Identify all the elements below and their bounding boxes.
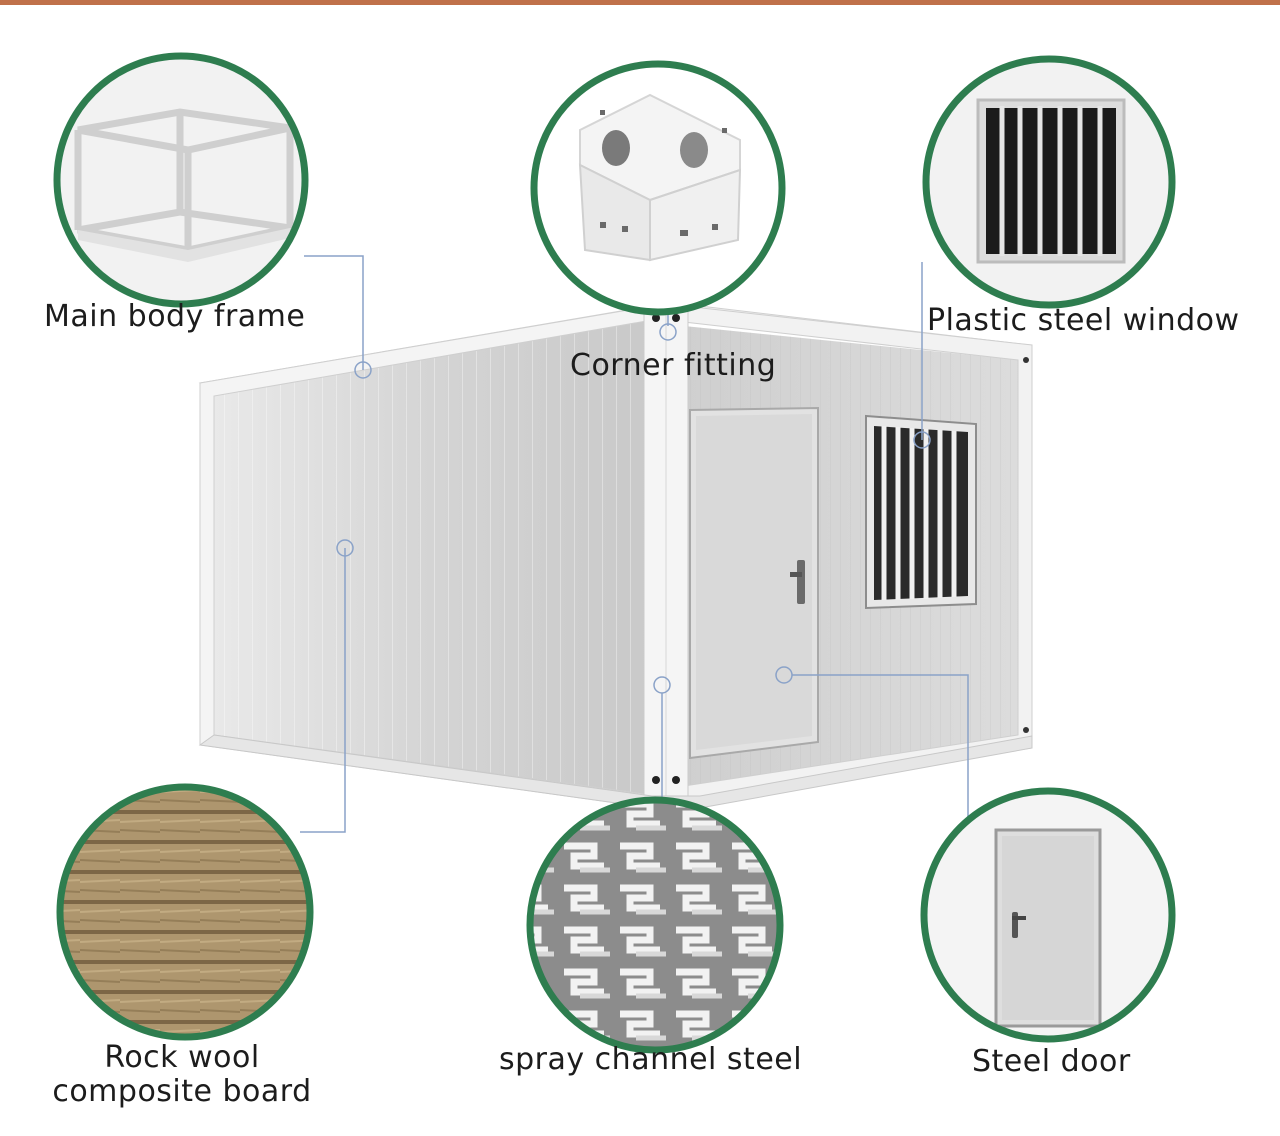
container-illustration <box>198 305 1033 809</box>
top-accent-bar <box>0 0 1280 5</box>
container-window <box>865 414 977 610</box>
label-steel-door: Steel door <box>972 1044 1131 1079</box>
label-plastic-steel-window: Plastic steel window <box>927 303 1240 338</box>
label-corner-fitting: Corner fitting <box>570 348 777 383</box>
channel-steel-roundel <box>526 796 784 1054</box>
steel-door-roundel <box>920 787 1176 1043</box>
callout-lines <box>300 255 969 833</box>
corner-fitting-roundel <box>530 60 786 316</box>
label-rock-wool-line2: composite board <box>52 1074 312 1109</box>
rock-wool-roundel <box>56 783 314 1041</box>
label-spray-channel-steel: spray channel steel <box>499 1042 803 1077</box>
label-main-body-frame: Main body frame <box>44 299 306 334</box>
plastic-steel-window-roundel <box>922 55 1176 309</box>
label-rock-wool-line1: Rock wool <box>104 1040 260 1075</box>
main-body-frame-roundel <box>53 52 309 308</box>
container-door <box>689 406 819 760</box>
